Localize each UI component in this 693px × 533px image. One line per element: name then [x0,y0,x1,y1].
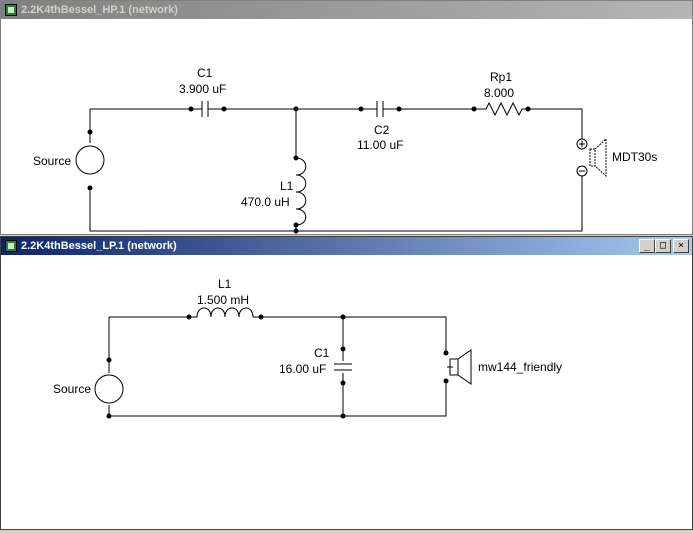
hp-network-window[interactable]: 2.2K4thBessel_HP.1 (network) Source C1 3… [0,0,693,235]
hp-rp1-value: 8.000 [484,86,514,100]
hp-c2-capacitor[interactable] [358,101,402,117]
hp-c1-capacitor[interactable] [188,101,227,117]
lp-source-symbol[interactable] [94,374,124,404]
hp-schematic: Source C1 3.900 uF L1 470.0 uH [33,66,657,234]
lp-schematic: Source L1 1.500 mH C1 16.00 uF [53,277,562,419]
lp-l1-inductor[interactable] [186,307,264,320]
hp-source-symbol[interactable] [75,145,105,175]
hp-c1-name: C1 [197,66,213,80]
hp-top-wire [90,108,583,139]
network-app-icon[interactable] [5,4,17,16]
lp-l1-name: L1 [218,277,232,291]
lp-l1-value: 1.500 mH [197,293,249,307]
hp-l1-name: L1 [280,179,294,193]
lp-c1-name: C1 [314,346,330,360]
hp-c1-value: 3.900 uF [179,82,226,96]
hp-l1-inductor[interactable] [293,155,307,228]
window-controls: _ □ × [639,239,689,253]
hp-ground-wire [89,109,583,232]
maximize-button[interactable]: □ [655,239,671,253]
hp-rp1-name: Rp1 [490,70,512,84]
hp-c2-value: 11.00 uF [357,138,403,152]
hp-c2-name: C2 [374,123,390,137]
lp-schematic-canvas[interactable]: Source L1 1.500 mH C1 16.00 uF [1,255,692,529]
hp-driver-label: MDT30s [612,150,657,164]
lp-network-window[interactable]: 2.2K4thBessel_LP.1 (network) _ □ × Sourc… [0,236,693,530]
close-button[interactable]: × [673,239,689,253]
lp-window-title: 2.2K4thBessel_LP.1 (network) [21,240,177,252]
lp-c1-value: 16.00 uF [279,362,326,376]
lp-top-wire [109,316,447,353]
lp-source-label: Source [53,382,91,396]
hp-l1-value: 470.0 uH [241,195,290,209]
lp-driver-label: mw144_friendly [478,360,562,374]
lp-window-titlebar[interactable]: 2.2K4thBessel_LP.1 (network) _ □ × [1,237,692,255]
lp-driver-symbol[interactable] [443,349,472,385]
hp-rp1-resistor[interactable] [471,101,531,117]
network-app-icon[interactable] [5,240,17,252]
hp-window-title: 2.2K4thBessel_HP.1 (network) [21,4,178,16]
lp-ground-wire [108,317,447,417]
hp-driver-symbol[interactable] [576,137,607,178]
lp-c1-capacitor[interactable] [334,346,352,386]
hp-source-label: Source [33,154,71,168]
hp-schematic-canvas[interactable]: Source C1 3.900 uF L1 470.0 uH [1,19,692,234]
minimize-button[interactable]: _ [639,239,655,253]
hp-window-titlebar[interactable]: 2.2K4thBessel_HP.1 (network) [1,1,692,19]
